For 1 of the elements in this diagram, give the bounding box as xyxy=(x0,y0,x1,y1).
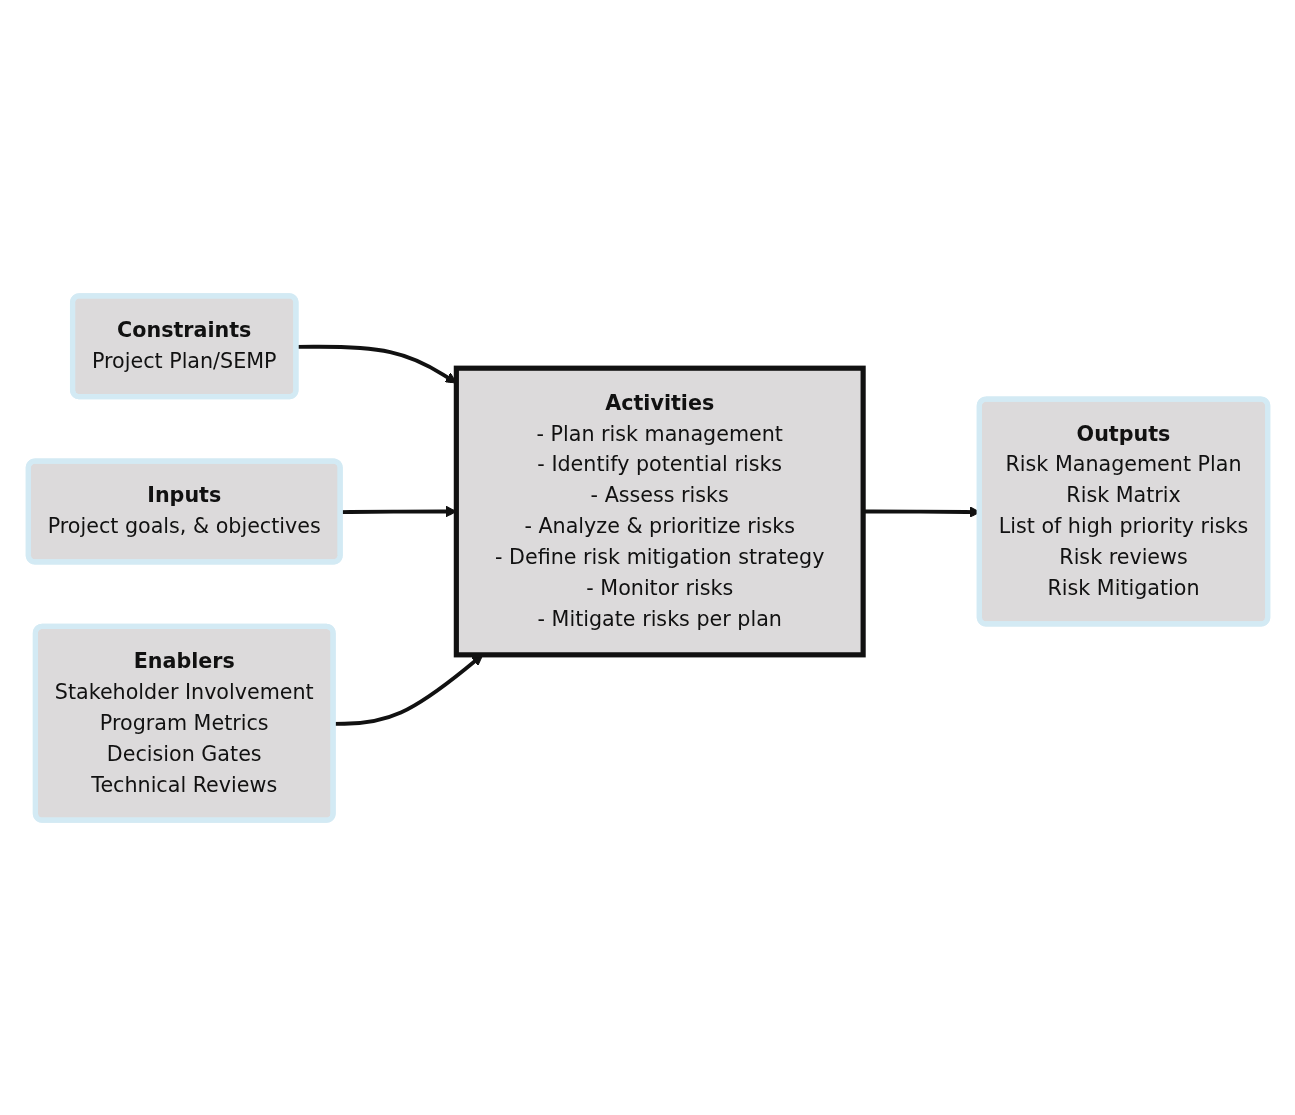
node-box: Activities - Plan risk management - Identify potential risks - Assess risks - Analyze & prioritize risks - Define risk mitigation strategy - Monitor risks - Mitigate risks per plan xyxy=(453,365,866,657)
